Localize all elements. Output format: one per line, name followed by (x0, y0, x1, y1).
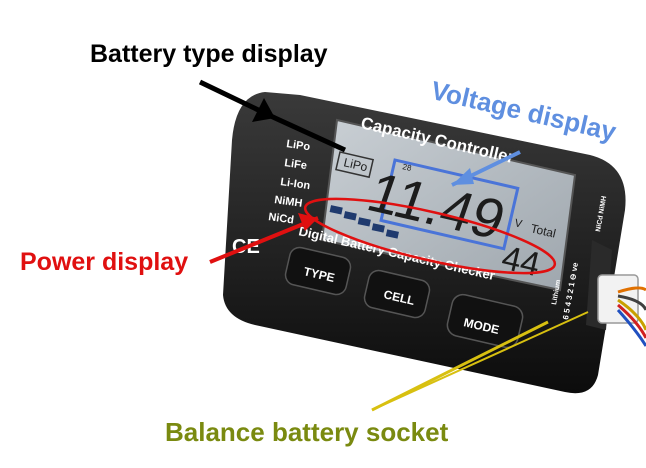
battery-type-item: NiCd (268, 211, 295, 226)
battery-type-item: NiMH (274, 194, 304, 210)
cell-button-label: CELL (382, 287, 416, 308)
cell-button[interactable]: CELL (363, 269, 432, 320)
battery-type-arrow (198, 79, 347, 153)
balance-socket (597, 274, 646, 347)
lcd-total-label: Total (529, 221, 557, 240)
power-annotation: Power display (20, 248, 189, 276)
voltage-arrow (451, 150, 521, 187)
port-lithium-label: Lithium (551, 279, 562, 305)
battery-type-annotation: Battery type display (90, 40, 328, 68)
type-button-label: TYPE (302, 264, 336, 285)
power-level-bars (329, 205, 399, 239)
power-bar (385, 229, 399, 239)
battery-type-item: LiPo (286, 138, 312, 153)
power-bar (343, 211, 357, 221)
power-display-highlight (303, 197, 557, 275)
mode-button[interactable]: MODE (445, 292, 525, 349)
power-bar (371, 223, 385, 233)
socket-annotation: Balance battery socket (165, 417, 449, 447)
battery-type-list: LiPo LiFe Li-Ion NiMH NiCd (268, 138, 312, 226)
lcd-battery-type: LiPo (342, 155, 369, 174)
power-bar (329, 205, 343, 215)
lcd-voltage-unit: V (513, 217, 523, 230)
voltage-highlight-box (379, 158, 520, 251)
lcd-cell-count: 28 (402, 162, 413, 173)
power-arrow (209, 213, 319, 264)
lcd-type-box (335, 151, 375, 179)
battery-type-item: Li-Ion (280, 176, 312, 192)
socket-arrow (371, 311, 589, 412)
battery-type-item: LiFe (284, 157, 308, 172)
type-button[interactable]: TYPE (284, 246, 353, 297)
power-bar (357, 217, 371, 227)
